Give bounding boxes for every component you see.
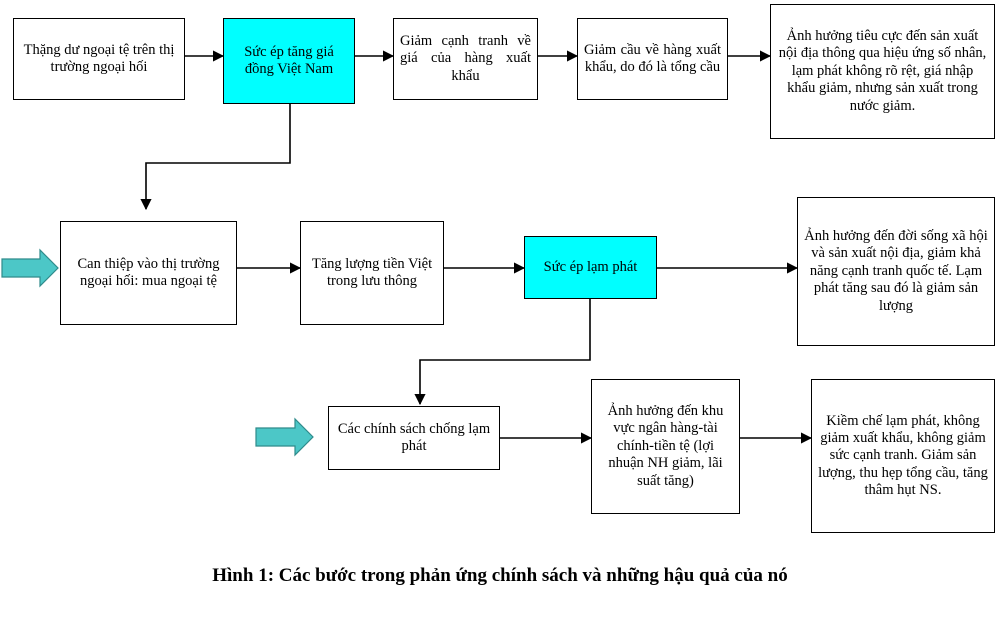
entry-arrow-row3 xyxy=(255,417,314,457)
box-money-supply-increase: Tăng lượng tiền Việt trong lưu thông xyxy=(300,221,444,325)
box-text: Ảnh hưởng đến đời sống xã hội và sản xuấ… xyxy=(804,228,988,314)
box-export-price-competitiveness: Giảm cạnh tranh về giá của hàng xuất khẩ… xyxy=(393,18,538,100)
box-anti-inflation-policies: Các chính sách chống lạm phát xyxy=(328,406,500,470)
box-text: Sức ép lạm phát xyxy=(543,258,638,275)
box-text: Giảm cạnh tranh về giá của hàng xuất khẩ… xyxy=(400,32,531,84)
entry-arrow-row2 xyxy=(1,248,59,288)
box-social-production-impact: Ảnh hưởng đến đời sống xã hội và sản xuấ… xyxy=(797,197,995,346)
box-demand-decrease: Giảm cầu về hàng xuất khẩu, do đó là tổn… xyxy=(577,18,728,100)
box-text: Ảnh hưởng đến khu vực ngân hàng-tài chín… xyxy=(607,403,724,489)
box-vnd-appreciation-pressure: Sức ép tăng giá đồng Việt Nam xyxy=(223,18,355,104)
box-inflation-pressure: Sức ép lạm phát xyxy=(524,236,657,299)
box-text: Sức ép tăng giá đồng Việt Nam xyxy=(244,43,334,77)
figure-caption: Hình 1: Các bước trong phản ứng chính sá… xyxy=(212,565,788,586)
box-text: Thặng dư ngoại tệ trên thị trường ngoại … xyxy=(23,41,175,75)
box-fx-market-intervention: Can thiệp vào thị trường ngoại hối: mua … xyxy=(60,221,237,325)
box-text: Các chính sách chống lạm phát xyxy=(337,420,491,454)
box-foreign-currency-surplus: Thặng dư ngoại tệ trên thị trường ngoại … xyxy=(13,18,185,100)
box-negative-domestic-impact: Ảnh hưởng tiêu cực đến sản xuất nội địa … xyxy=(770,4,995,139)
box-text: Giảm cầu về hàng xuất khẩu, do đó là tổn… xyxy=(584,41,721,75)
box-banking-sector-impact: Ảnh hưởng đến khu vực ngân hàng-tài chín… xyxy=(591,379,740,514)
box-curb-inflation-outcome: Kiềm chế lạm phát, không giảm xuất khẩu,… xyxy=(811,379,995,533)
box-text: Kiềm chế lạm phát, không giảm xuất khẩu,… xyxy=(818,412,988,499)
arrow-inflation-to-anti-inflation xyxy=(414,299,591,406)
box-text: Ảnh hưởng tiêu cực đến sản xuất nội địa … xyxy=(778,28,987,114)
box-text: Tăng lượng tiền Việt trong lưu thông xyxy=(311,255,433,289)
arrow-appreciation-to-intervention xyxy=(140,104,291,211)
box-text: Can thiệp vào thị trường ngoại hối: mua … xyxy=(77,255,220,289)
